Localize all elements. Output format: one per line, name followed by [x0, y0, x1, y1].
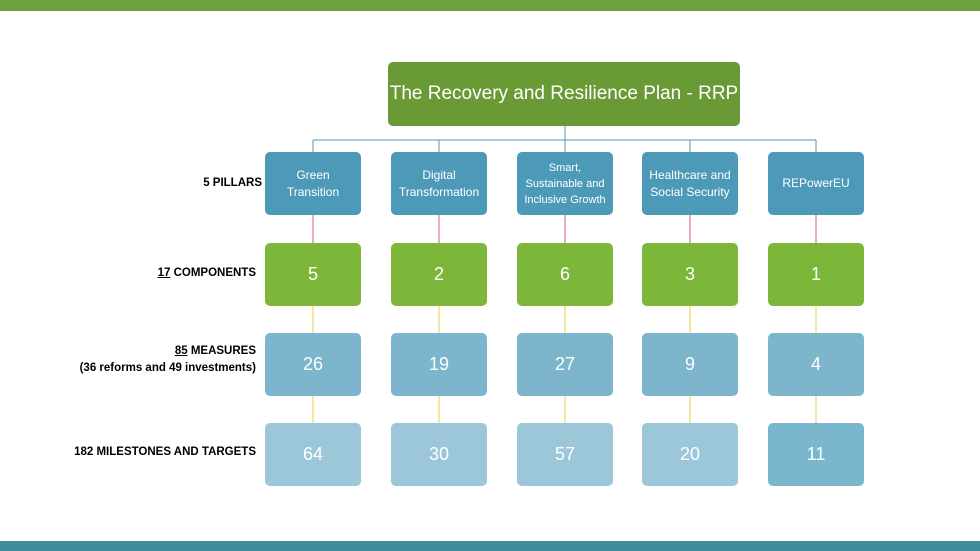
pillars-label-text: 5 PILLARS [203, 177, 262, 189]
rrp-root-box: The Recovery and Resilience Plan - RRP [388, 62, 740, 126]
bottom-accent-bar [0, 541, 980, 551]
pillar-name: Smart, [548, 161, 582, 174]
components-box-repowereu: 1 [768, 243, 864, 306]
pillars-row-label: 5 PILLARS [150, 175, 262, 192]
components-box-smart-sustainable-growth: 6 [517, 243, 613, 306]
pillar-name: Digital [422, 167, 456, 182]
milestones-value: 57 [554, 444, 576, 464]
milestones-value: 11 [806, 444, 826, 464]
milestones-box-green-transition: 64 [265, 423, 361, 486]
components-value: 5 [307, 264, 318, 284]
pillar-name: Transition [286, 184, 340, 199]
components-box-green-transition: 5 [265, 243, 361, 306]
pillar-name: Transformation [398, 184, 480, 199]
measures-box-smart-sustainable-growth: 27 [517, 333, 613, 396]
measures-value: 19 [428, 354, 450, 374]
measures-value: 9 [684, 354, 695, 374]
measures-row-label: 85 MEASURES (36 reforms and 49 investmen… [40, 343, 256, 377]
measures-box-healthcare-social-security: 9 [642, 333, 738, 396]
milestones-box-repowereu: 11 [768, 423, 864, 486]
measures-label-text: MEASURES [187, 345, 256, 357]
pillar-name: Healthcare and [649, 167, 731, 182]
measures-value: 4 [810, 354, 821, 374]
pillar-name: REPowerEU [782, 176, 850, 190]
milestones-row-label: 182 MILESTONES AND TARGETS [20, 444, 256, 461]
pillar-name: Green [296, 167, 330, 182]
milestones-value: 30 [428, 444, 450, 464]
milestones-label-text: 182 MILESTONES AND TARGETS [74, 446, 256, 458]
measures-breakdown: (36 reforms and 49 investments) [79, 362, 256, 374]
components-value: 2 [433, 264, 444, 284]
measures-box-digital-transformation: 19 [391, 333, 487, 396]
pillar-box-repowereu: REPowerEU [768, 152, 864, 215]
components-count: 17 [157, 267, 171, 279]
components-row-label: 17 COMPONENTS [100, 265, 256, 282]
rrp-title: The Recovery and Resilience Plan - RRP [389, 83, 739, 104]
milestones-box-digital-transformation: 30 [391, 423, 487, 486]
components-value: 3 [684, 264, 695, 284]
measures-value: 26 [302, 354, 324, 374]
components-label-text: COMPONENTS [170, 267, 256, 279]
pillar-name: Social Security [650, 184, 730, 199]
components-box-digital-transformation: 2 [391, 243, 487, 306]
measures-box-repowereu: 4 [768, 333, 864, 396]
measures-value: 27 [554, 354, 576, 374]
components-value: 6 [559, 264, 570, 284]
pillar-name: Inclusive Growth [524, 193, 606, 206]
top-accent-bar [0, 0, 980, 11]
measures-count: 85 [174, 345, 188, 357]
components-value: 1 [810, 264, 821, 284]
measures-box-green-transition: 26 [265, 333, 361, 396]
milestones-box-healthcare-social-security: 20 [642, 423, 738, 486]
milestones-box-smart-sustainable-growth: 57 [517, 423, 613, 486]
components-box-healthcare-social-security: 3 [642, 243, 738, 306]
milestones-value: 64 [302, 444, 324, 464]
pillar-name: Sustainable and [525, 177, 605, 190]
milestones-value: 20 [679, 444, 701, 464]
